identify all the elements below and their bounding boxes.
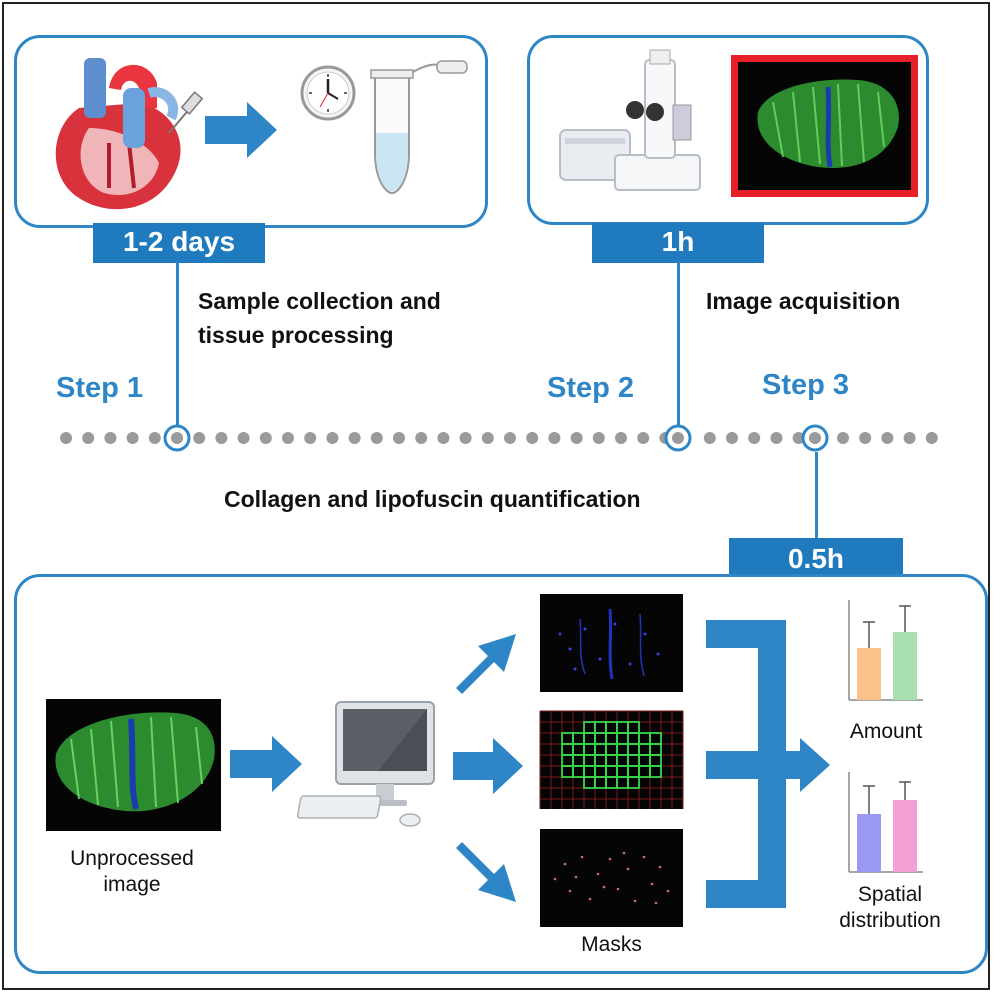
timeline-dot (148, 432, 161, 444)
timeline-dot (615, 432, 627, 444)
timeline-dot (459, 432, 472, 444)
step3-duration-tab: 0.5h (729, 538, 903, 580)
step2-panel (527, 35, 929, 225)
timeline-dot (837, 432, 849, 444)
syringe-icon (168, 91, 204, 134)
timeline-dot (748, 432, 761, 444)
bar-2 (893, 632, 917, 700)
timeline-dot (526, 432, 539, 444)
masks-label: Masks (581, 933, 642, 956)
timeline-dot (770, 432, 783, 444)
step3-label: Step 3 (762, 369, 850, 401)
timeline-dot (393, 432, 405, 444)
fluorescence-image-framed (731, 55, 918, 197)
step3-description: Collagen and lipofuscin quantification (224, 486, 641, 512)
arrow-to-mask3-icon (456, 842, 516, 902)
step1-description: Sample collection and tissue processing (198, 288, 441, 348)
timeline-dot (60, 432, 72, 444)
arrow-to-mask1-icon (456, 634, 516, 694)
timeline-dot (504, 432, 516, 444)
step1-duration-tab: 1-2 days (93, 223, 265, 263)
timeline-dot (82, 432, 95, 444)
timeline-dot (903, 432, 916, 444)
timeline-dot (193, 432, 206, 444)
computer-icon (296, 701, 435, 827)
bar-2 (893, 800, 917, 872)
timeline-dot (925, 432, 938, 444)
amount-bar-chart (848, 600, 923, 701)
timeline-dot (881, 432, 894, 444)
timeline-dot (415, 432, 428, 444)
timeline-dot (481, 432, 494, 444)
timeline-dot (259, 432, 272, 444)
timeline (60, 424, 938, 452)
unprocessed-image-label: Unprocessed image (70, 847, 194, 896)
timeline-step2-dot (672, 432, 684, 444)
unprocessed-image (46, 699, 221, 831)
timeline-dot (370, 432, 383, 444)
step2-duration-tab: 1h (592, 223, 764, 263)
timeline-step1-dot (171, 432, 183, 444)
timeline-dot (592, 432, 605, 444)
grid-cell (649, 765, 662, 778)
bar-1 (857, 648, 881, 700)
grid-cell (627, 776, 640, 789)
timeline-dot (104, 432, 117, 444)
merge-bracket (706, 620, 830, 908)
arrow-to-computer-icon (230, 736, 302, 792)
timeline-step3-dot (809, 432, 821, 444)
clock-icon (300, 65, 356, 121)
timeline-dot (637, 432, 650, 444)
spatial-distribution-label: Spatial distribution (839, 883, 941, 932)
step2-connector (677, 262, 680, 426)
heart-icon (55, 58, 181, 210)
timeline-dot (215, 432, 228, 444)
step1-label: Step 1 (56, 372, 144, 404)
timeline-dot (304, 432, 317, 444)
microscope-icon (559, 49, 701, 191)
arrow-right-icon (205, 102, 277, 158)
timeline-dot (437, 432, 450, 444)
timeline-dot (126, 432, 139, 444)
tissue-section-image (738, 62, 911, 190)
step1-connector (176, 262, 179, 426)
step1-panel (14, 35, 488, 228)
step3-connector (815, 452, 818, 544)
timeline-dot (348, 432, 361, 444)
timeline-dot (548, 432, 561, 444)
step2-label: Step 2 (547, 372, 635, 404)
arrow-to-mask2-icon (453, 738, 523, 794)
timeline-dot (570, 432, 583, 444)
timeline-dot (792, 432, 805, 444)
spatial-bar-chart (848, 772, 923, 873)
amount-label: Amount (849, 720, 923, 743)
timeline-dot (726, 432, 738, 444)
timeline-dot (859, 432, 872, 444)
spatial-grid-mask-image (539, 710, 684, 809)
lipofuscin-mask-image (540, 829, 683, 927)
step2-description: Image acquisition (706, 288, 901, 314)
timeline-dot (237, 432, 250, 444)
tube-icon (370, 60, 468, 195)
collagen-mask-image (540, 594, 683, 692)
bar-1 (857, 814, 881, 872)
timeline-dot (282, 432, 294, 444)
timeline-dot (326, 432, 339, 444)
timeline-dot (703, 432, 716, 444)
